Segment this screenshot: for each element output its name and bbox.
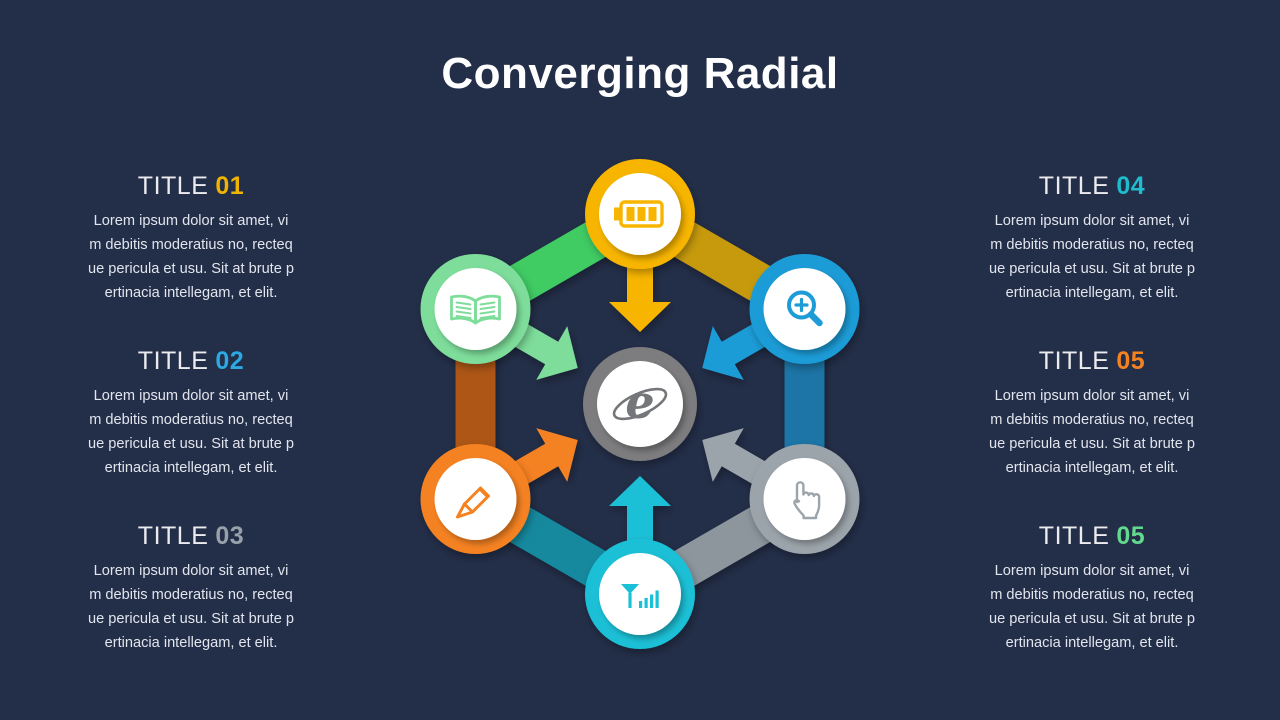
node-zoom — [749, 254, 860, 364]
body-line: ue pericula et usu. Sit at brute p — [87, 261, 295, 277]
signal-bars-icon — [621, 584, 659, 608]
body-line: ue pericula et usu. Sit at brute p — [988, 611, 1196, 627]
arrow-from-battery — [609, 259, 671, 332]
block-number: 02 — [215, 347, 245, 375]
pencil-icon — [456, 486, 490, 519]
body-line: ertinacia intellegam, et elit. — [104, 635, 278, 651]
block-body: Lorem ipsum dolor sit amet, vi m debitis… — [985, 384, 1199, 480]
body-line: m debitis moderatius no, recteq — [990, 587, 1194, 603]
body-line: ertinacia intellegam, et elit. — [1005, 460, 1179, 476]
arrow-from-pencil — [508, 428, 578, 488]
block-number: 05 — [1116, 522, 1146, 550]
slide-title: Converging Radial — [441, 49, 839, 98]
zoom-in-icon — [787, 290, 823, 327]
block-title-word: TITLE — [1038, 347, 1110, 375]
block-title-word: TITLE — [1038, 172, 1110, 200]
open-book-icon — [450, 294, 501, 325]
node-signal — [585, 539, 695, 649]
center-node: e — [583, 347, 697, 461]
body-line: ertinacia intellegam, et elit. — [1005, 285, 1179, 301]
body-line: Lorem ipsum dolor sit amet, vi — [93, 388, 289, 404]
block-title-word: TITLE — [137, 522, 209, 550]
arrow-from-zoom — [702, 320, 772, 380]
body-line: ertinacia intellegam, et elit. — [104, 285, 278, 301]
block-number: 05 — [1116, 347, 1146, 375]
body-line: Lorem ipsum dolor sit amet, vi — [93, 213, 289, 229]
body-line: Lorem ipsum dolor sit amet, vi — [994, 213, 1190, 229]
arrow-from-hand — [702, 428, 772, 488]
block-body: Lorem ipsum dolor sit amet, vi m debitis… — [985, 209, 1199, 305]
body-line: m debitis moderatius no, recteq — [89, 587, 293, 603]
body-line: m debitis moderatius no, recteq — [89, 412, 293, 428]
body-line: Lorem ipsum dolor sit amet, vi — [994, 388, 1190, 404]
block-title-word: TITLE — [137, 172, 209, 200]
body-line: ue pericula et usu. Sit at brute p — [988, 436, 1196, 452]
node-battery — [585, 159, 695, 269]
body-line: Lorem ipsum dolor sit amet, vi — [994, 563, 1190, 579]
block-number: 03 — [215, 522, 245, 550]
body-line: Lorem ipsum dolor sit amet, vi — [93, 563, 289, 579]
block-body: Lorem ipsum dolor sit amet, vi m debitis… — [84, 559, 298, 655]
svg-text:e: e — [625, 375, 654, 429]
body-line: m debitis moderatius no, recteq — [990, 412, 1194, 428]
diagram-svg: e — [420, 159, 860, 649]
arrow-from-book — [508, 320, 578, 380]
converging-arrows — [508, 259, 772, 549]
block-number: 01 — [215, 172, 245, 200]
body-line: ue pericula et usu. Sit at brute p — [87, 436, 295, 452]
node-hand — [749, 444, 860, 554]
block-title-word: TITLE — [137, 347, 209, 375]
node-pencil — [420, 444, 531, 554]
body-line: m debitis moderatius no, recteq — [990, 237, 1194, 253]
block-body: Lorem ipsum dolor sit amet, vi m debitis… — [985, 559, 1199, 655]
body-line: m debitis moderatius no, recteq — [89, 237, 293, 253]
body-line: ue pericula et usu. Sit at brute p — [87, 611, 295, 627]
hand-pointer-icon — [793, 481, 821, 520]
node-book — [420, 254, 531, 364]
block-body: Lorem ipsum dolor sit amet, vi m debitis… — [84, 209, 298, 305]
arrow-from-signal — [609, 476, 671, 549]
internet-explorer-icon: e — [612, 375, 668, 429]
body-line: ertinacia intellegam, et elit. — [104, 460, 278, 476]
body-line: ue pericula et usu. Sit at brute p — [988, 261, 1196, 277]
block-body: Lorem ipsum dolor sit amet, vi m debitis… — [84, 384, 298, 480]
battery-icon — [614, 200, 664, 228]
converging-radial-diagram: e — [390, 144, 890, 664]
body-line: ertinacia intellegam, et elit. — [1005, 635, 1179, 651]
block-number: 04 — [1116, 172, 1146, 200]
block-title-word: TITLE — [1038, 522, 1110, 550]
